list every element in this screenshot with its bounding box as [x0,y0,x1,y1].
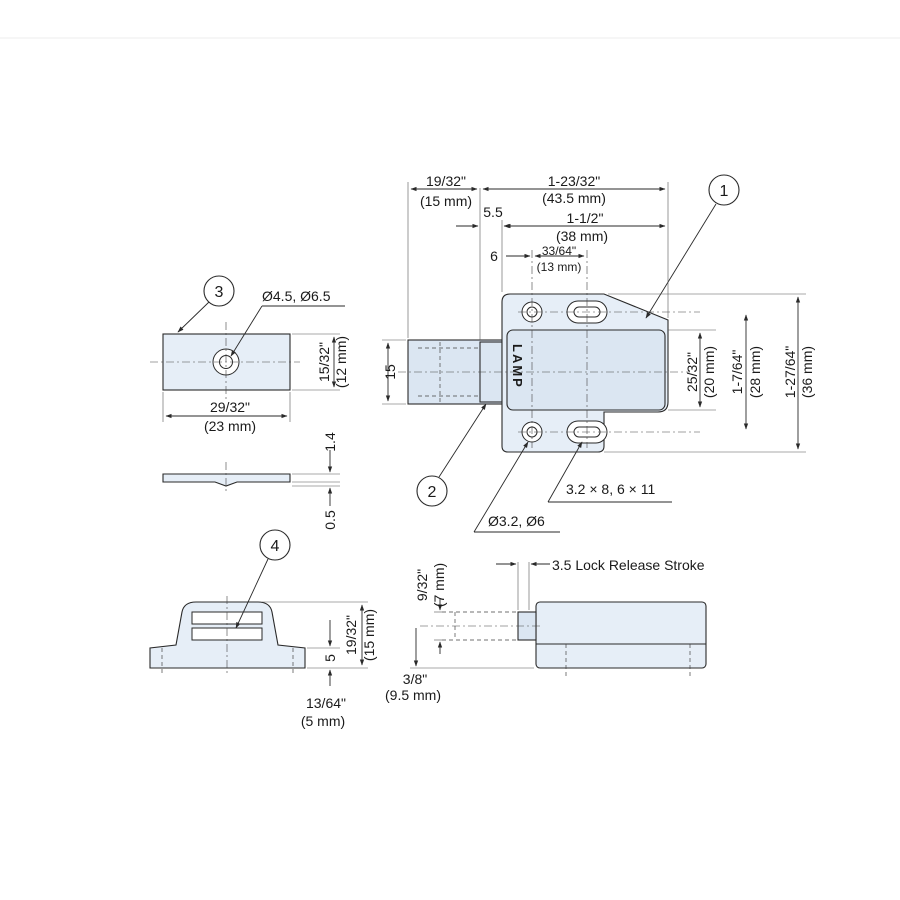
callout-label-4: 4 [271,538,280,555]
latch-body-side [535,601,707,669]
latch-top-view: LAMP 1 2 19/32" (15 mm) [382,173,815,533]
bracket-base-inch: 13/64" [306,695,346,711]
hole-note: Ø3.2, Ø6 [488,513,545,529]
dim-13-inch: 33/64" [542,244,576,258]
strike-width-inch: 29/32" [210,399,250,415]
dim-9-5-inch: 3/8" [403,671,427,687]
dim-28-inch: 1-7/64" [729,350,745,395]
dim-7-inch: 9/32" [414,569,430,601]
callout-circle-3 [203,275,235,307]
brand-label: LAMP [510,344,525,389]
bracket-base-mm: (5 mm) [301,713,345,729]
catch-bracket-view: 4 19/32" (15 mm) 5 13/64" (5 mm) [149,529,377,729]
callout-circle-2 [416,475,448,507]
strike-plate-side-view: 1.4 0.5 [162,432,340,530]
strike-width-mm: (23 mm) [204,418,256,434]
dim-38-mm: (38 mm) [556,228,608,244]
latch-side-view: 3.5 Lock Release Stroke 9/32" (7 mm) 3/8… [385,557,707,703]
slot-note: 3.2 × 8, 6 × 11 [566,481,655,497]
dim-7-mm: (7 mm) [431,563,447,607]
strike-hole-note: Ø4.5, Ø6.5 [262,288,331,304]
callout-label-1: 1 [720,183,729,200]
callout-circle-4 [259,529,291,561]
callout-circle-1 [708,174,740,206]
dim-20-mm: (20 mm) [701,346,717,398]
dim-20-inch: 25/32" [684,352,700,392]
lock-release-stroke: 3.5 Lock Release Stroke [552,557,705,573]
dim-overall-mm: (43.5 mm) [542,190,606,206]
strike-plate-view: 3 Ø4.5, Ø6.5 29/32" (23 mm) 15/32" (12 m… [150,275,349,434]
callout-label-2: 2 [428,484,437,501]
dim-15: 15 [382,364,398,380]
dim-1-4: 1.4 [322,432,338,452]
dim-5-5: 5.5 [483,204,503,220]
strike-height-mm: (12 mm) [333,336,349,388]
dim-6: 6 [490,248,498,264]
dim-28-mm: (28 mm) [747,346,763,398]
dim-stroke-mm: (15 mm) [420,193,472,209]
dim-36-inch: 1-27/64" [782,346,798,398]
dim-38-inch: 1-1/2" [567,210,604,226]
dim-5: 5 [322,654,338,662]
dim-13-mm: (13 mm) [537,260,582,274]
bracket-height-mm: (15 mm) [361,609,377,661]
strike-height-inch: 15/32" [316,342,332,382]
dim-stroke-inch: 19/32" [426,173,466,189]
bracket-height-inch: 19/32" [343,615,359,655]
dim-9-5-mm: (9.5 mm) [385,687,441,703]
dim-0-5: 0.5 [322,510,338,530]
callout-label-3: 3 [215,284,224,301]
dim-36-mm: (36 mm) [799,346,815,398]
strike-plate-side [162,473,291,487]
dim-overall-inch: 1-23/32" [548,173,600,189]
